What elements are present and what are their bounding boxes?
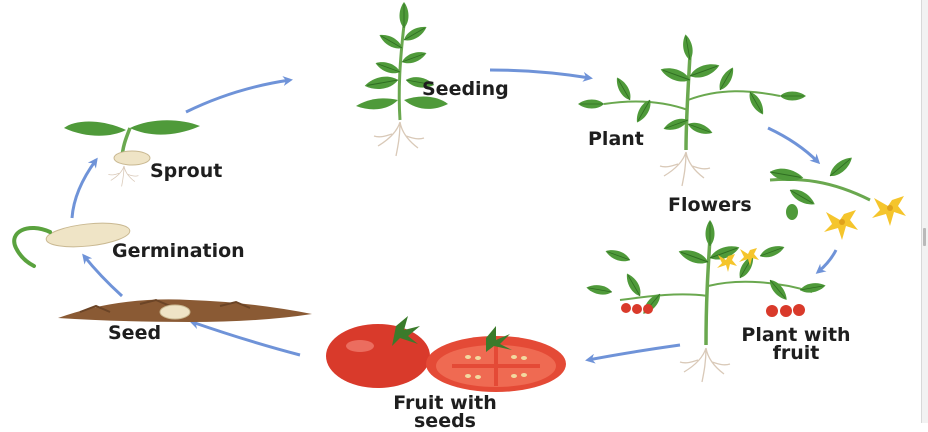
scroll-edge — [921, 0, 928, 423]
label-flowers: Flowers — [668, 196, 752, 214]
flowers-illustration — [769, 154, 906, 240]
arrow-sprout-to-seeding — [186, 80, 290, 112]
label-plant-with-fruit-line2: fruit — [726, 344, 866, 362]
scroll-handle[interactable] — [923, 228, 926, 246]
arrow-seed-to-germination — [84, 256, 122, 296]
label-sprout: Sprout — [150, 162, 222, 180]
arrow-tomato-to-seed — [192, 322, 300, 355]
arrow-plant-to-flowers — [768, 128, 818, 162]
label-fruit-with-seeds: Fruit with seeds — [380, 394, 510, 430]
label-germination: Germination — [112, 242, 245, 260]
plant-life-cycle-diagram: Seeding Plant Flowers Plant with fruit F… — [0, 0, 928, 423]
seed-illustration — [58, 299, 312, 322]
arrow-flowers-to-fruit — [818, 250, 836, 272]
fruit-with-seeds-illustration — [326, 316, 566, 392]
plant-illustration — [578, 34, 806, 186]
label-fruit-with-seeds-line2: seeds — [380, 412, 510, 430]
arrow-seeding-to-plant — [490, 70, 590, 78]
arrow-fruitplant-to-tomato — [588, 345, 680, 360]
arrow-germination-to-sprout — [72, 160, 96, 218]
label-plant-with-fruit: Plant with fruit — [726, 326, 866, 362]
label-seeding: Seeding — [422, 80, 509, 98]
label-plant: Plant — [588, 130, 644, 148]
label-seed: Seed — [108, 324, 161, 342]
